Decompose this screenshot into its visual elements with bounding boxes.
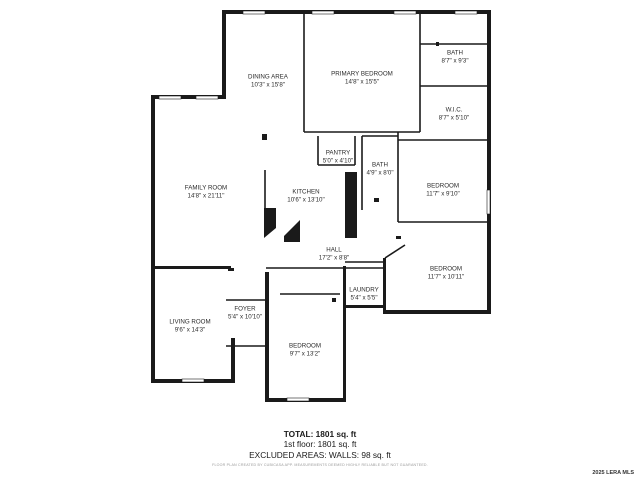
floor-area: 1st floor: 1801 sq. ft (283, 439, 357, 450)
excluded-area: EXCLUDED AREAS: WALLS: 98 sq. ft (249, 449, 391, 460)
total-area: TOTAL: 1801 sq. ft (283, 429, 357, 439)
disclaimer: FLOOR PLAN CREATED BY CUBICASA APP. MEAS… (212, 463, 428, 467)
interior-walls (226, 14, 487, 347)
windows (158, 10, 491, 402)
area-totals: TOTAL: 1801 sq. ft 1st floor: 1801 sq. f… (0, 429, 640, 460)
copyright: 2025 LERA MLS (592, 470, 634, 476)
door-marks (228, 42, 439, 302)
kitchen-counters (262, 134, 357, 242)
room-label-wic: W.I.C.8'7" x 5'10" (438, 106, 470, 121)
exterior-walls (151, 10, 491, 402)
